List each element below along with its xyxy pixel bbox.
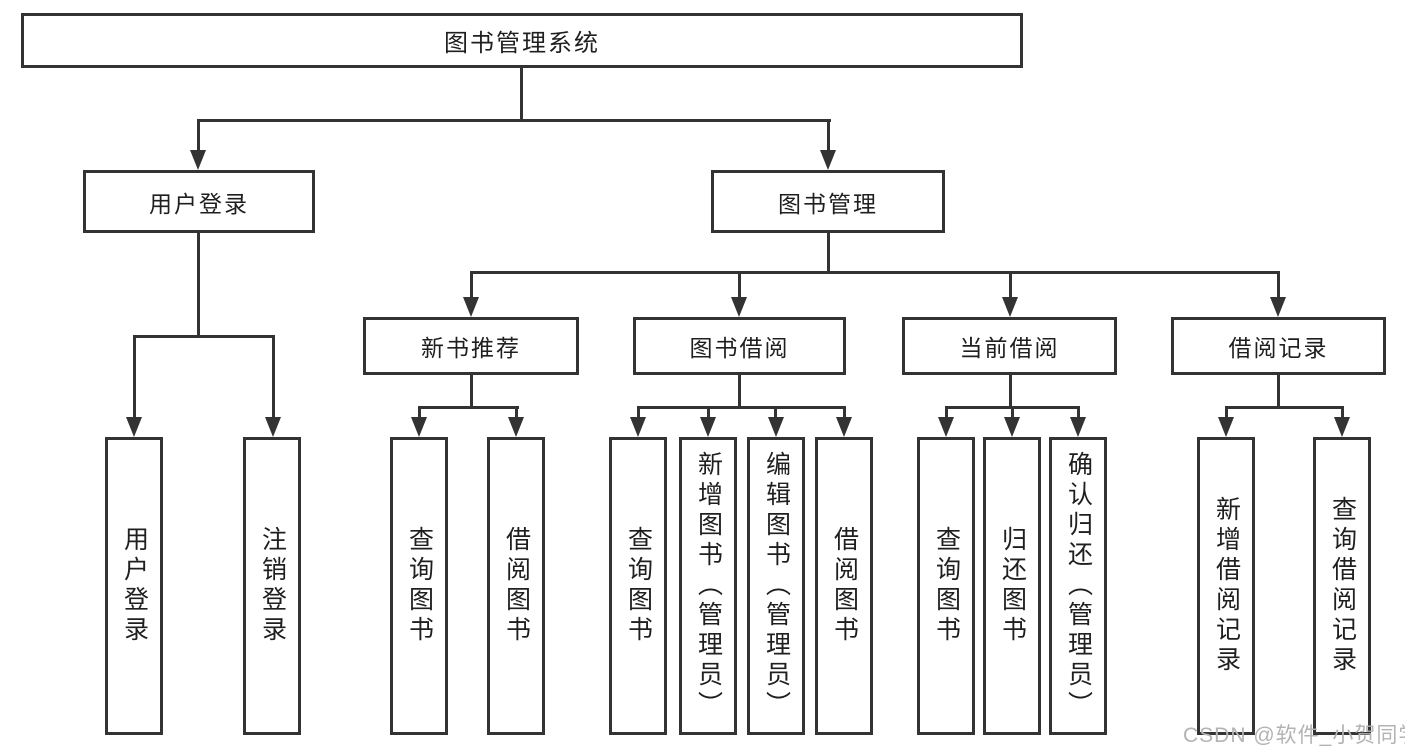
leaf-confirm-return-admin: 确认归还（管理员） bbox=[1049, 437, 1107, 735]
connector-hline bbox=[470, 271, 1280, 274]
arrowhead-down-icon bbox=[190, 150, 206, 170]
node-root: 图书管理系统 bbox=[21, 13, 1023, 68]
connector-vline bbox=[197, 119, 200, 153]
leaf-query-books-current: 查询图书 bbox=[917, 437, 975, 735]
leaf-borrow-books-recommend: 借阅图书 bbox=[487, 437, 545, 735]
connector-vline bbox=[843, 406, 846, 420]
leaf-query-books-recommend: 查询图书 bbox=[390, 437, 448, 735]
connector-vline bbox=[197, 233, 200, 337]
leaf-edit-book-admin: 编辑图书（管理员） bbox=[747, 437, 805, 735]
node-new-book-recommend-label: 新书推荐 bbox=[421, 335, 521, 361]
connector-hline bbox=[133, 335, 275, 338]
connector-hline bbox=[637, 406, 846, 409]
arrowhead-down-icon bbox=[768, 417, 784, 437]
leaf-confirm-return-admin-label: 确认归还（管理员） bbox=[1064, 451, 1093, 721]
node-current-borrow-label: 当前借阅 bbox=[959, 335, 1060, 361]
leaf-return-books-label: 归还图书 bbox=[998, 526, 1027, 646]
connector-vline bbox=[470, 271, 473, 299]
connector-vline bbox=[418, 406, 421, 420]
connector-vline bbox=[515, 406, 518, 420]
leaf-user-login: 用户登录 bbox=[105, 437, 163, 735]
node-user-login-label: 用户登录 bbox=[149, 190, 249, 217]
arrowhead-down-icon bbox=[820, 150, 836, 170]
node-borrow-records: 借阅记录 bbox=[1171, 317, 1386, 375]
node-new-book-recommend: 新书推荐 bbox=[363, 317, 579, 375]
leaf-query-borrow-record-label: 查询借阅记录 bbox=[1328, 496, 1357, 676]
connector-vline bbox=[272, 335, 275, 419]
leaf-return-books: 归还图书 bbox=[983, 437, 1041, 735]
leaf-logout: 注销登录 bbox=[243, 437, 301, 735]
connector-hline bbox=[197, 119, 831, 122]
leaf-logout-label: 注销登录 bbox=[258, 526, 287, 646]
arrowhead-down-icon bbox=[731, 297, 747, 317]
leaf-borrow-books: 借阅图书 bbox=[815, 437, 873, 735]
arrowhead-down-icon bbox=[1004, 417, 1020, 437]
arrowhead-down-icon bbox=[411, 417, 427, 437]
arrowhead-down-icon bbox=[1070, 417, 1086, 437]
node-book-borrow: 图书借阅 bbox=[633, 317, 846, 375]
leaf-borrow-books-recommend-label: 借阅图书 bbox=[502, 526, 531, 646]
leaf-user-login-label: 用户登录 bbox=[120, 526, 149, 646]
connector-vline bbox=[707, 406, 710, 420]
node-user-login: 用户登录 bbox=[83, 170, 315, 233]
leaf-add-borrow-record: 新增借阅记录 bbox=[1197, 437, 1255, 735]
connector-hline bbox=[418, 406, 519, 409]
leaf-add-book-admin-label: 新增图书（管理员） bbox=[694, 451, 723, 721]
connector-vline bbox=[827, 233, 830, 274]
arrowhead-down-icon bbox=[700, 417, 716, 437]
connector-vline bbox=[1077, 406, 1080, 420]
leaf-query-books-recommend-label: 查询图书 bbox=[405, 526, 434, 646]
csdn-watermark: CSDN @软件_小贺同学 bbox=[1183, 724, 1405, 747]
arrowhead-down-icon bbox=[1218, 417, 1234, 437]
leaf-borrow-books-label: 借阅图书 bbox=[830, 526, 859, 646]
leaf-edit-book-admin-label: 编辑图书（管理员） bbox=[762, 451, 791, 721]
arrowhead-down-icon bbox=[836, 417, 852, 437]
arrowhead-down-icon bbox=[630, 417, 646, 437]
leaf-add-borrow-record-label: 新增借阅记录 bbox=[1212, 496, 1241, 676]
connector-vline bbox=[738, 271, 741, 299]
connector-vline bbox=[1277, 271, 1280, 299]
connector-vline bbox=[1277, 375, 1280, 409]
node-borrow-records-label: 借阅记录 bbox=[1228, 335, 1329, 361]
connector-vline bbox=[520, 68, 523, 122]
connector-hline bbox=[1225, 406, 1344, 409]
node-book-management-label: 图书管理 bbox=[778, 190, 878, 217]
leaf-add-book-admin: 新增图书（管理员） bbox=[679, 437, 737, 735]
connector-vline bbox=[470, 375, 473, 409]
leaf-query-books-current-label: 查询图书 bbox=[932, 526, 961, 646]
connector-vline bbox=[637, 406, 640, 420]
arrowhead-down-icon bbox=[463, 297, 479, 317]
leaf-query-borrow-record: 查询借阅记录 bbox=[1313, 437, 1371, 735]
connector-vline bbox=[133, 335, 136, 419]
connector-vline bbox=[774, 406, 777, 420]
node-root-label: 图书管理系统 bbox=[444, 30, 600, 57]
connector-vline bbox=[945, 406, 948, 420]
arrowhead-down-icon bbox=[938, 417, 954, 437]
connector-vline bbox=[1011, 406, 1014, 420]
node-book-management: 图书管理 bbox=[711, 170, 945, 233]
arrowhead-down-icon bbox=[1270, 297, 1286, 317]
arrowhead-down-icon bbox=[265, 417, 281, 437]
node-current-borrow: 当前借阅 bbox=[902, 317, 1117, 375]
leaf-query-books-borrow-label: 查询图书 bbox=[624, 526, 653, 646]
leaf-query-books-borrow: 查询图书 bbox=[609, 437, 667, 735]
connector-vline bbox=[1009, 271, 1012, 299]
arrowhead-down-icon bbox=[126, 417, 142, 437]
node-book-borrow-label: 图书借阅 bbox=[689, 335, 790, 361]
connector-vline bbox=[1009, 375, 1012, 409]
connector-vline bbox=[1225, 406, 1228, 420]
arrowhead-down-icon bbox=[508, 417, 524, 437]
connector-vline bbox=[738, 375, 741, 409]
arrowhead-down-icon bbox=[1334, 417, 1350, 437]
connector-vline bbox=[1341, 406, 1344, 420]
connector-vline bbox=[827, 119, 830, 153]
arrowhead-down-icon bbox=[1002, 297, 1018, 317]
